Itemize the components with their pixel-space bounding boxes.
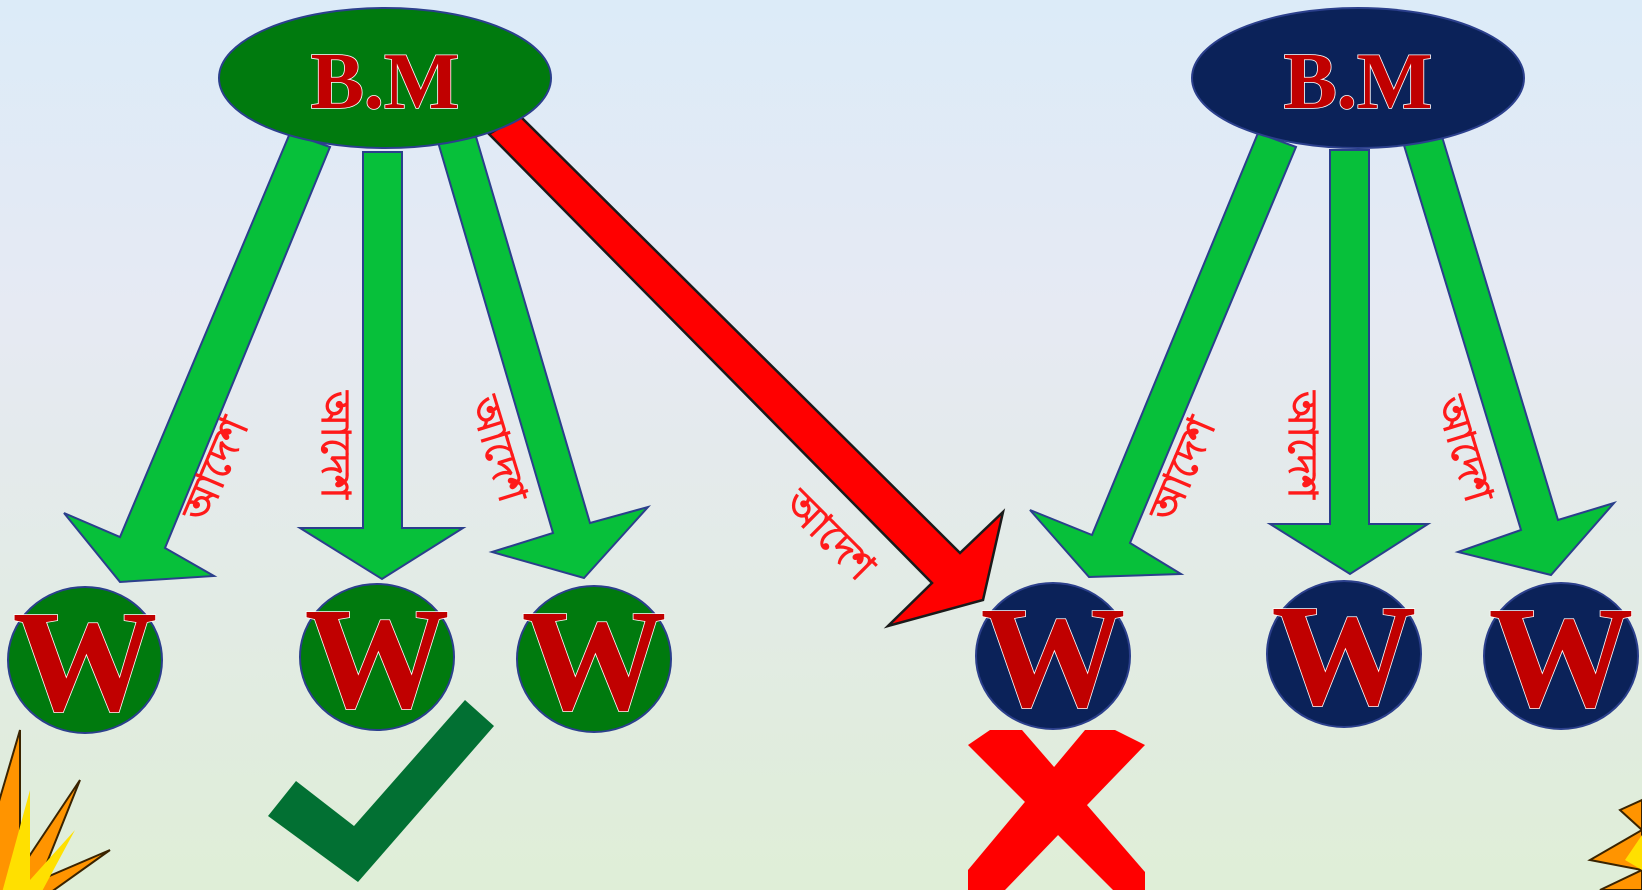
worker-label: W xyxy=(981,578,1126,738)
starburst-icon-right xyxy=(1587,798,1642,890)
cross-icon xyxy=(968,730,1145,890)
arrow-bm2-to-w4 xyxy=(1029,131,1298,579)
worker-label: W xyxy=(1272,576,1417,736)
manager-label-left: B.M xyxy=(311,38,460,126)
arrow-label-5: আদেশ xyxy=(1279,389,1325,500)
worker-node-left-3: W xyxy=(516,580,672,742)
manager-node-left: B.M xyxy=(218,7,552,149)
worker-node-right-2: W xyxy=(1266,575,1422,737)
worker-label: W xyxy=(522,581,667,741)
arrow-label-2: আদেশ xyxy=(312,389,358,500)
arrow-bm-to-w1 xyxy=(63,131,332,584)
arrow-bm2-to-w5 xyxy=(1266,149,1432,576)
check-icon xyxy=(268,700,494,882)
worker-label: W xyxy=(1489,578,1634,738)
worker-label: W xyxy=(305,579,450,739)
manager-node-right: B.M xyxy=(1191,7,1525,149)
worker-node-right-1: W xyxy=(975,577,1131,739)
manager-label-right: B.M xyxy=(1284,38,1433,126)
arrow-bm-to-w2 xyxy=(296,151,467,581)
arrows-left-group xyxy=(63,114,1006,629)
arrow-bm2-to-w6 xyxy=(1401,128,1618,577)
worker-node-left-2: W xyxy=(299,578,455,740)
arrow-bm-to-w3 xyxy=(436,128,652,580)
worker-node-right-3: W xyxy=(1483,577,1639,739)
worker-label: W xyxy=(13,582,158,742)
arrows-right-group xyxy=(1029,128,1618,579)
worker-node-left-1: W xyxy=(7,581,163,743)
starburst-icon-left xyxy=(0,729,111,890)
arrow-bm-to-other-w-red xyxy=(486,114,1006,629)
